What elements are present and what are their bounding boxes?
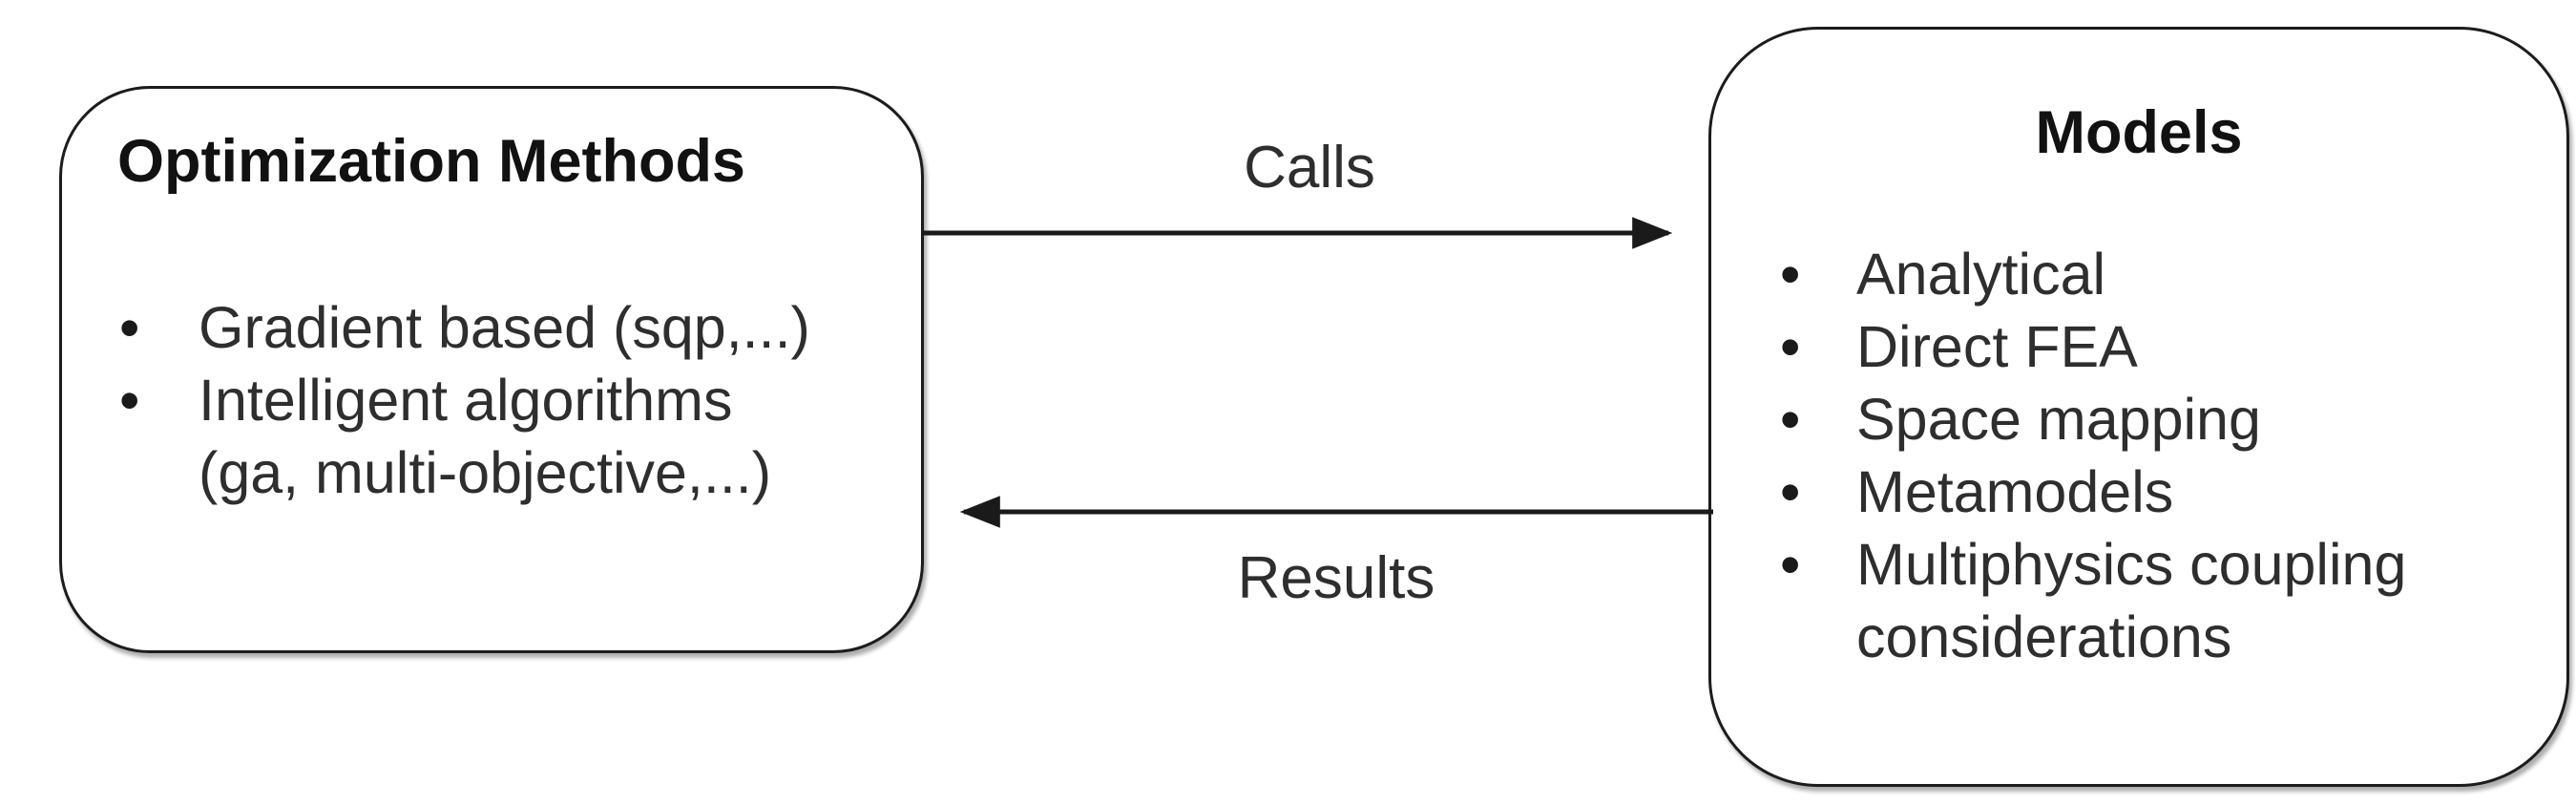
list-item-line: Analytical (1856, 242, 2106, 307)
list-item-line: Gradient based (sqp,...) (199, 295, 810, 360)
models-box: Models Analytical Direct FEA Space mappi… (1708, 27, 2569, 787)
list-item: Metamodels (1711, 455, 2406, 528)
list-item-line: Metamodels (1856, 459, 2174, 524)
list-item-line: considerations (1856, 604, 2232, 669)
results-arrow-label: Results (1237, 545, 1435, 611)
models-list: Analytical Direct FEA Space mapping Meta… (1711, 238, 2406, 673)
list-item: Analytical (1711, 238, 2406, 310)
optimization-methods-box: Optimization Methods Gradient based (sqp… (59, 86, 924, 653)
list-item-line: Multiphysics coupling (1856, 532, 2407, 597)
calls-arrow-label: Calls (1244, 135, 1375, 201)
list-item: Direct FEA (1711, 310, 2406, 383)
list-item-line: Intelligent algorithms (199, 368, 733, 433)
list-item: Multiphysics coupling considerations (1711, 528, 2406, 673)
list-item: Gradient based (sqp,...) (62, 291, 810, 364)
optimization-methods-title: Optimization Methods (117, 128, 745, 195)
models-title: Models (2035, 99, 2243, 166)
list-item-line: Direct FEA (1856, 314, 2138, 379)
list-item-line: (ga, multi-objective,...) (199, 440, 772, 505)
list-item: Intelligent algorithms (ga, multi-object… (62, 364, 810, 509)
list-item-line: Space mapping (1856, 387, 2261, 452)
optimization-methods-list: Gradient based (sqp,...) Intelligent alg… (62, 291, 810, 509)
list-item: Space mapping (1711, 383, 2406, 455)
